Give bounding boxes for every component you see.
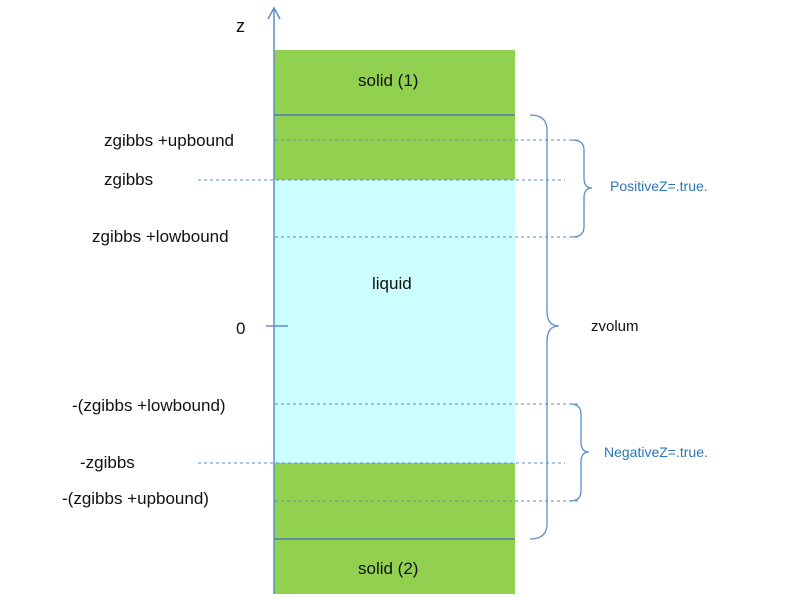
negative-z-label: NegativeZ=.true.	[604, 444, 708, 460]
liquid-label: liquid	[372, 274, 412, 293]
zvolum-label: zvolum	[591, 318, 639, 335]
level-label-neg-zgibbs-plus-lowbound: -(zgibbs +lowbound)	[72, 396, 226, 415]
level-label-neg-zgibbs-plus-upbound: -(zgibbs +upbound)	[62, 489, 209, 508]
level-label-zgibbs: zgibbs	[104, 170, 154, 189]
zvolum-brace-icon	[529, 114, 560, 540]
positive-z-label: PositiveZ=.true.	[610, 178, 708, 194]
negative-z-brace-icon	[569, 403, 590, 502]
solid-bottom-label: solid (2)	[358, 559, 419, 578]
z-axis-label: z	[236, 16, 245, 36]
level-label-zero: 0	[236, 319, 246, 338]
level-label-zgibbs-plus-lowbound: zgibbs +lowbound	[92, 227, 229, 246]
liquid-region	[274, 180, 515, 463]
level-label-neg-zgibbs: -zgibbs	[80, 453, 135, 472]
z-axis-arrow-icon	[267, 6, 281, 20]
positive-z-brace-icon	[571, 139, 593, 238]
solid-top-label: solid (1)	[358, 71, 419, 90]
solid-bottom-region	[274, 463, 515, 594]
level-label-zgibbs-plus-upbound: zgibbs +upbound	[104, 131, 234, 150]
